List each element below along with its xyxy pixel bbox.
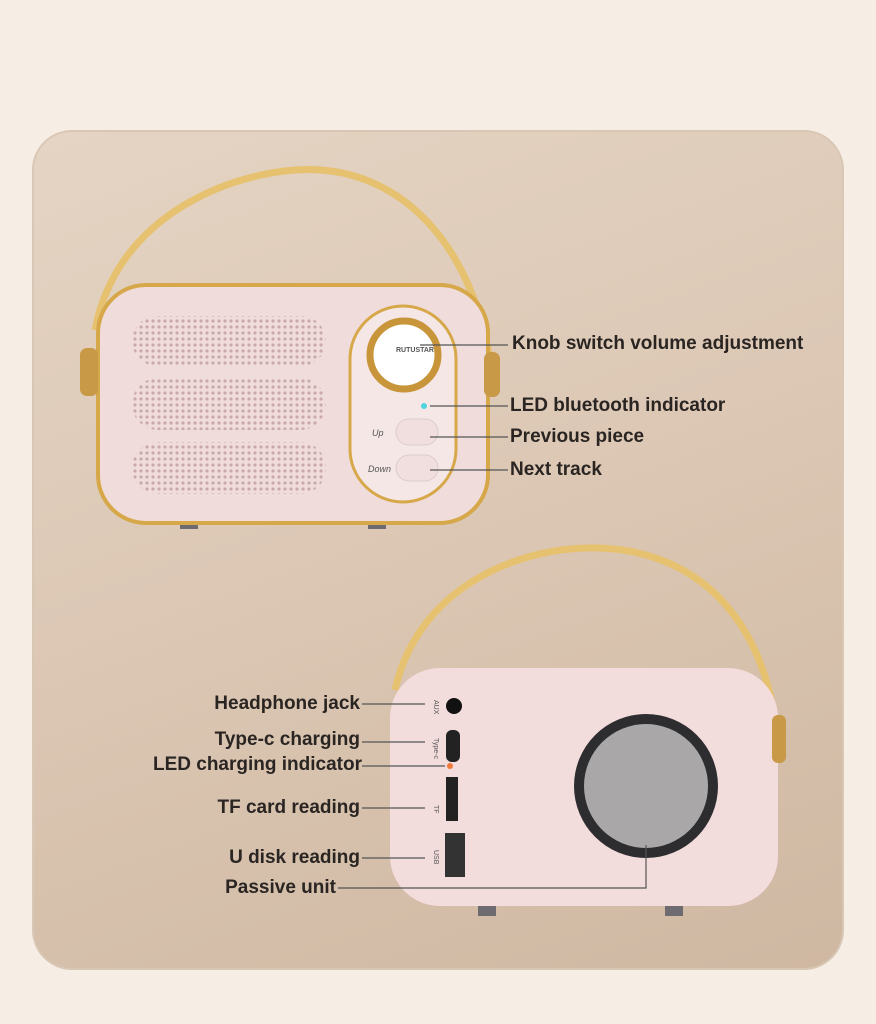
port-label-tf: TF	[432, 805, 439, 814]
port-label-aux: AUX	[432, 700, 439, 715]
down-label: Down	[368, 464, 391, 474]
brand-text: RUTUSTAR	[396, 347, 434, 354]
port-label-type-c: Type-c	[432, 738, 439, 760]
back-handle	[391, 544, 779, 721]
grille-top	[132, 316, 326, 366]
up-label: Up	[372, 428, 384, 438]
tf-slot	[446, 777, 458, 821]
port-label-usb: USB	[432, 850, 439, 865]
usb-port	[445, 833, 465, 877]
down-button	[395, 454, 439, 482]
grille-middle	[132, 378, 326, 430]
back-speaker	[390, 544, 786, 916]
callout-next: Next track	[510, 459, 602, 480]
callout-led-bluetooth: LED bluetooth indicator	[510, 395, 726, 416]
volume-knob	[366, 317, 442, 393]
back-callout-lines	[338, 703, 647, 889]
callout-type-c: Type-c charging	[214, 729, 360, 750]
aux-jack	[446, 698, 462, 714]
callout-usb: U disk reading	[229, 847, 360, 868]
front-callout-lines	[420, 344, 508, 471]
callout-led-charging: LED charging indicator	[152, 754, 362, 775]
callout-headphone: Headphone jack	[214, 693, 360, 714]
callout-tf: TF card reading	[217, 797, 360, 818]
led-charging	[447, 763, 453, 769]
callout-previous: Previous piece	[510, 426, 645, 447]
grille-bottom	[132, 442, 326, 494]
led-bluetooth	[421, 403, 427, 409]
front-speaker	[80, 166, 500, 529]
callout-passive: Passive unit	[225, 877, 336, 898]
type-c-port	[446, 730, 460, 762]
front-handle	[91, 166, 494, 361]
up-button	[395, 418, 439, 446]
callout-knob: Knob switch volume adjustment	[512, 333, 804, 354]
